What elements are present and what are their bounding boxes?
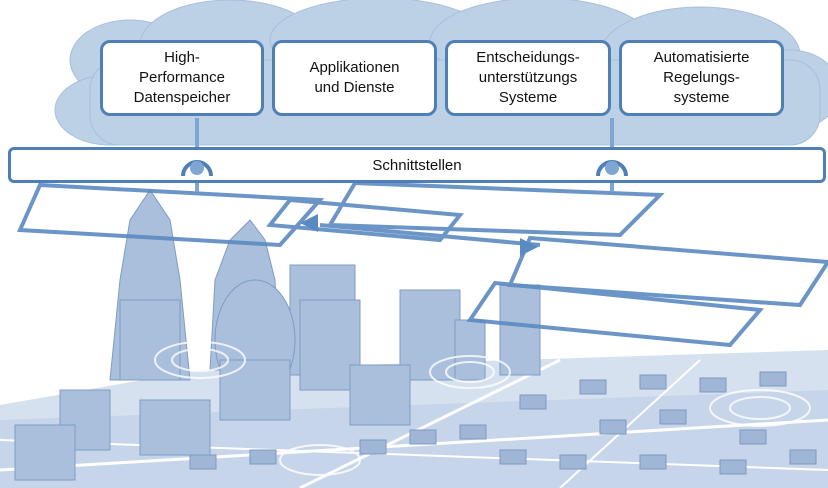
interface-label: Schnittstellen	[372, 156, 462, 174]
flow-arrows	[300, 214, 538, 256]
signal-rings	[154, 341, 811, 476]
component-label: High- Performance Datenspeicher	[133, 49, 231, 106]
component-box-applikationen: Applikationen und Dienste	[272, 40, 437, 116]
component-label: Applikationen und Dienste	[309, 59, 400, 96]
component-box-regelung: Automatisierte Regelungs- systeme	[619, 40, 784, 116]
socket-icon	[181, 160, 213, 177]
data-flow-shapes	[16, 180, 828, 348]
component-box-entscheidung: Entscheidungs- unterstützungs Systeme	[445, 40, 611, 116]
socket-icon	[596, 160, 628, 177]
component-label: Entscheidungs- unterstützungs Systeme	[476, 49, 580, 106]
component-box-datenspeicher: High- Performance Datenspeicher	[100, 40, 264, 116]
component-label: Automatisierte Regelungs- systeme	[653, 49, 750, 106]
interface-bar: Schnittstellen	[8, 147, 826, 183]
